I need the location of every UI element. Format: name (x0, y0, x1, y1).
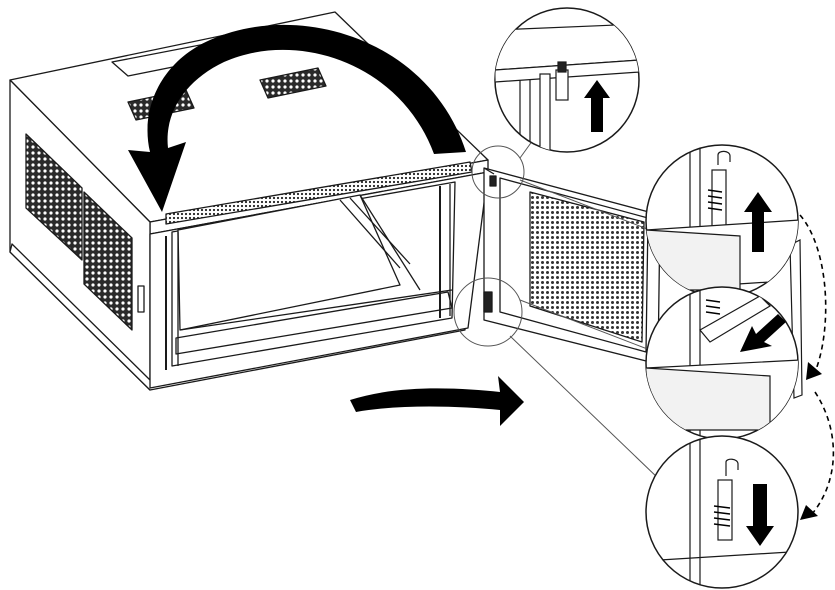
cabinet-inner-floor (175, 291, 453, 355)
door-swing-arrow (350, 376, 524, 426)
hinge-callout-top (471, 145, 525, 199)
door-hinge-bottom (483, 291, 493, 313)
side-mesh-panel-2 (83, 191, 133, 331)
cabinet-back-wall (177, 194, 401, 331)
door-mesh (529, 191, 645, 343)
up-arrow-2 (744, 192, 772, 252)
top-vent-right (259, 67, 327, 99)
detail-hinge-top (494, 7, 640, 153)
down-left-arrow (740, 314, 786, 352)
rotate-arrow (128, 24, 466, 213)
dashed-arrowhead-2 (800, 505, 818, 520)
side-mesh-panel-1 (25, 133, 83, 261)
door-hinge-top (489, 175, 497, 187)
dashed-arrowhead-1 (806, 362, 822, 380)
down-arrow (746, 484, 774, 546)
up-arrow-1 (584, 80, 610, 132)
hinge-callout-bottom (453, 277, 523, 347)
dashed-arrows (799, 214, 835, 515)
detail-hinge-pin-down (645, 435, 799, 589)
hinge-callouts (453, 139, 661, 481)
detail-hinge-pin-up (645, 144, 799, 298)
side-handle (137, 285, 145, 313)
cabinet (9, 11, 489, 391)
detail-door-slide (645, 286, 799, 440)
door (483, 167, 661, 365)
